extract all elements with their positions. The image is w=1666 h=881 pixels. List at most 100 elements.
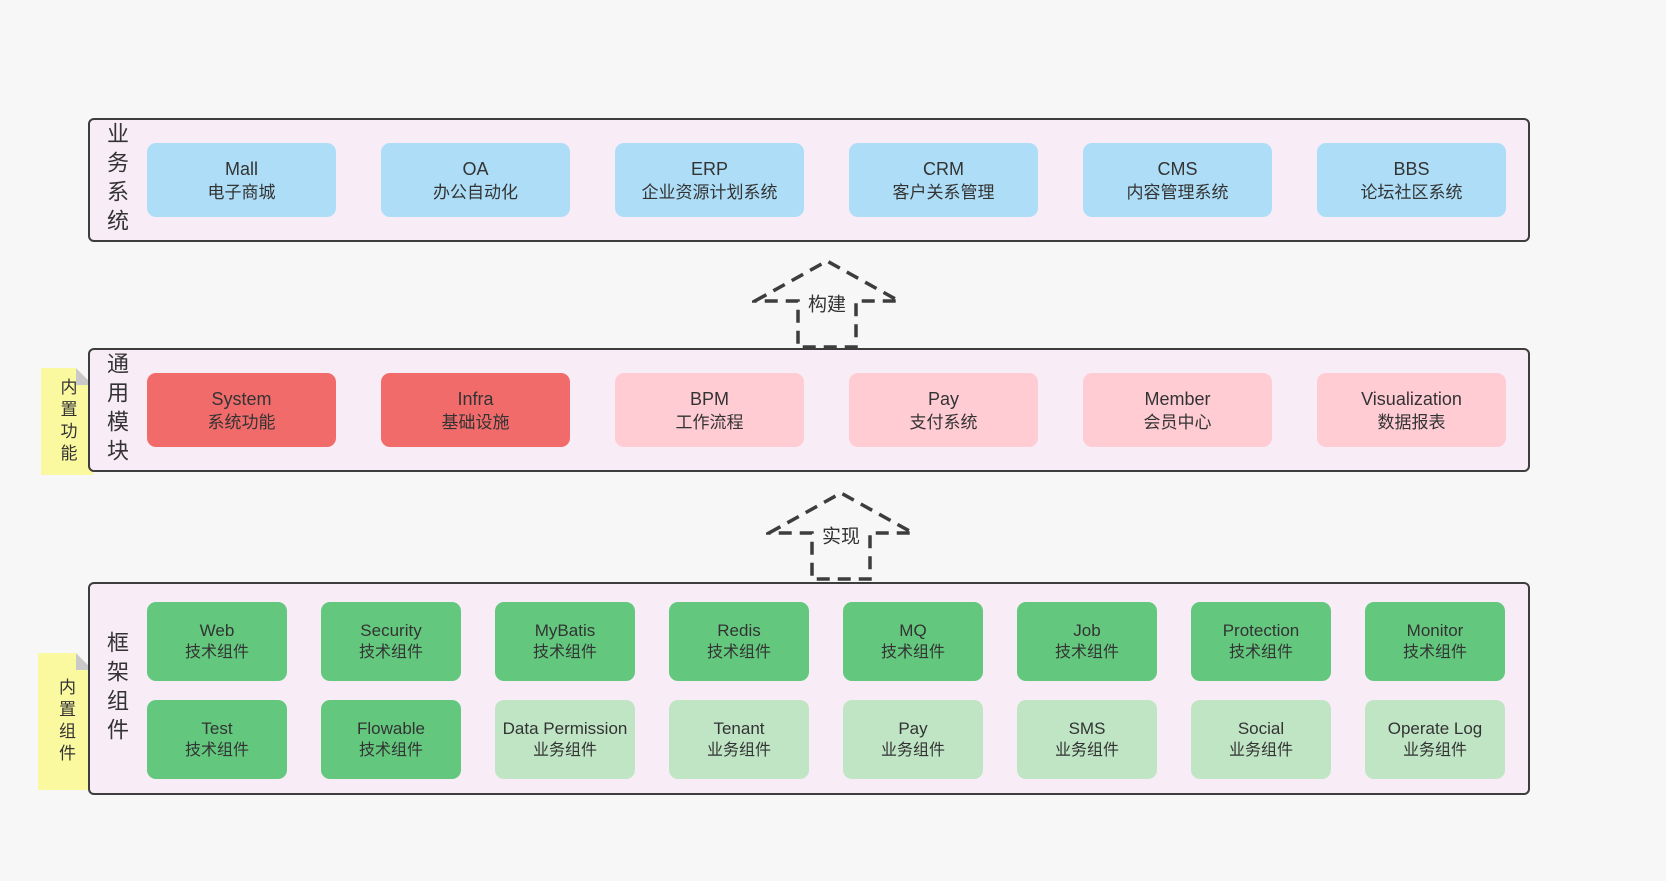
box-title: CMS: [1157, 158, 1198, 179]
band-label-framework-components: 框架组件: [104, 630, 129, 747]
box-subtitle: 业务组件: [532, 741, 597, 759]
box-title: Job: [1073, 620, 1101, 640]
box-pay-system: Pay 支付系统: [849, 373, 1038, 447]
box-title: ERP: [690, 158, 728, 179]
sticky-note-label: 内置功能: [57, 377, 77, 466]
band-label-business-systems: 业务系统: [104, 122, 129, 238]
box-visualization: Visualization 数据报表: [1317, 373, 1506, 447]
band-framework-components: 框架组件 Web 技术组件 Security 技术组件 MyBatis 技术组件…: [88, 582, 1530, 795]
framework-row-2: Test 技术组件 Flowable 技术组件 Data Permission …: [147, 700, 1505, 779]
band-common-modules: 通用模块 System 系统功能 Infra 基础设施 BPM 工作流程 Pay…: [88, 348, 1530, 472]
box-title: Monitor: [1406, 620, 1464, 640]
box-subtitle: 支付系统: [909, 413, 978, 432]
box-pay-component: Pay 业务组件: [843, 700, 983, 779]
box-mq: MQ 技术组件: [843, 602, 983, 681]
box-subtitle: 客户关系管理: [892, 183, 995, 202]
band-label-common-modules: 通用模块: [104, 352, 129, 468]
box-member: Member 会员中心: [1083, 373, 1272, 447]
box-subtitle: 业务组件: [1228, 741, 1293, 759]
box-protection: Protection 技术组件: [1191, 602, 1331, 681]
box-title: Social: [1237, 718, 1285, 738]
box-subtitle: 业务组件: [1054, 741, 1119, 759]
box-subtitle: 技术组件: [184, 741, 249, 759]
sticky-note-built-in-features: 内置功能: [41, 368, 93, 475]
box-subtitle: 技术组件: [184, 643, 249, 661]
box-title: OA: [462, 158, 489, 179]
box-monitor: Monitor 技术组件: [1365, 602, 1505, 681]
band-business-boxes: Mall 电子商城 OA 办公自动化 ERP 企业资源计划系统 CRM 客户关系…: [147, 120, 1506, 240]
arrow-build: 构建: [752, 254, 902, 350]
box-security: Security 技术组件: [321, 602, 461, 681]
box-web: Web 技术组件: [147, 602, 287, 681]
dashed-up-arrow-icon: [752, 258, 902, 349]
box-title: Member: [1144, 388, 1211, 409]
box-title: Flowable: [356, 718, 426, 738]
box-title: Tenant: [713, 718, 765, 738]
box-subtitle: 技术组件: [358, 741, 423, 759]
box-subtitle: 技术组件: [532, 643, 597, 661]
arrow-implement: 实现: [766, 486, 916, 582]
box-subtitle: 系统功能: [207, 413, 276, 432]
box-subtitle: 办公自动化: [433, 183, 518, 202]
dashed-up-arrow-icon: [766, 490, 916, 581]
box-title: Protection: [1222, 620, 1300, 640]
box-title: Web: [199, 620, 235, 640]
box-title: CRM: [923, 158, 964, 179]
box-title: Security: [360, 620, 422, 640]
box-title: Visualization: [1361, 388, 1462, 409]
box-title: SMS: [1068, 718, 1106, 738]
box-mybatis: MyBatis 技术组件: [495, 602, 635, 681]
framework-row-1: Web 技术组件 Security 技术组件 MyBatis 技术组件 Redi…: [147, 602, 1505, 681]
box-subtitle: 数据报表: [1377, 413, 1446, 432]
box-oa: OA 办公自动化: [381, 143, 570, 217]
band-business-systems: 业务系统 Mall 电子商城 OA 办公自动化 ERP 企业资源计划系统 CRM…: [88, 118, 1530, 242]
box-mall: Mall 电子商城: [147, 143, 336, 217]
box-subtitle: 技术组件: [1228, 643, 1293, 661]
box-bpm: BPM 工作流程: [615, 373, 804, 447]
box-subtitle: 企业资源计划系统: [641, 183, 778, 202]
box-test: Test 技术组件: [147, 700, 287, 779]
box-subtitle: 业务组件: [706, 741, 771, 759]
box-system: System 系统功能: [147, 373, 336, 447]
box-title: Test: [201, 718, 233, 738]
box-tenant: Tenant 业务组件: [669, 700, 809, 779]
box-title: BPM: [689, 388, 729, 409]
box-subtitle: 业务组件: [880, 741, 945, 759]
box-title: Infra: [457, 388, 494, 409]
box-subtitle: 业务组件: [1402, 741, 1467, 759]
box-title: BBS: [1393, 158, 1430, 179]
box-title: MQ: [899, 620, 927, 640]
sticky-note-label: 内置组件: [56, 677, 75, 766]
box-subtitle: 工作流程: [675, 413, 744, 432]
arrow-label: 构建: [804, 289, 850, 317]
box-social: Social 业务组件: [1191, 700, 1331, 779]
box-redis: Redis 技术组件: [669, 602, 809, 681]
box-subtitle: 会员中心: [1143, 413, 1212, 432]
box-job: Job 技术组件: [1017, 602, 1157, 681]
box-title: Redis: [717, 620, 761, 640]
sticky-note-built-in-components: 内置组件: [38, 653, 93, 790]
box-cms: CMS 内容管理系统: [1083, 143, 1272, 217]
box-erp: ERP 企业资源计划系统: [615, 143, 804, 217]
box-title: Mall: [224, 158, 258, 179]
box-title: Operate Log: [1387, 718, 1483, 738]
box-sms: SMS 业务组件: [1017, 700, 1157, 779]
box-crm: CRM 客户关系管理: [849, 143, 1038, 217]
box-title: Pay: [927, 388, 960, 409]
box-subtitle: 内容管理系统: [1126, 183, 1229, 202]
box-title: Pay: [898, 718, 928, 738]
band-modules-boxes: System 系统功能 Infra 基础设施 BPM 工作流程 Pay 支付系统…: [147, 350, 1506, 470]
box-infra: Infra 基础设施: [381, 373, 570, 447]
box-subtitle: 论坛社区系统: [1360, 183, 1463, 202]
box-title: MyBatis: [534, 620, 596, 640]
box-data-permission: Data Permission 业务组件: [495, 700, 635, 779]
box-subtitle: 技术组件: [1054, 643, 1119, 661]
box-subtitle: 电子商城: [207, 183, 276, 202]
box-flowable: Flowable 技术组件: [321, 700, 461, 779]
box-operate-log: Operate Log 业务组件: [1365, 700, 1505, 779]
box-bbs: BBS 论坛社区系统: [1317, 143, 1506, 217]
box-subtitle: 技术组件: [706, 643, 771, 661]
box-subtitle: 基础设施: [441, 413, 510, 432]
box-subtitle: 技术组件: [358, 643, 423, 661]
box-subtitle: 技术组件: [880, 643, 945, 661]
